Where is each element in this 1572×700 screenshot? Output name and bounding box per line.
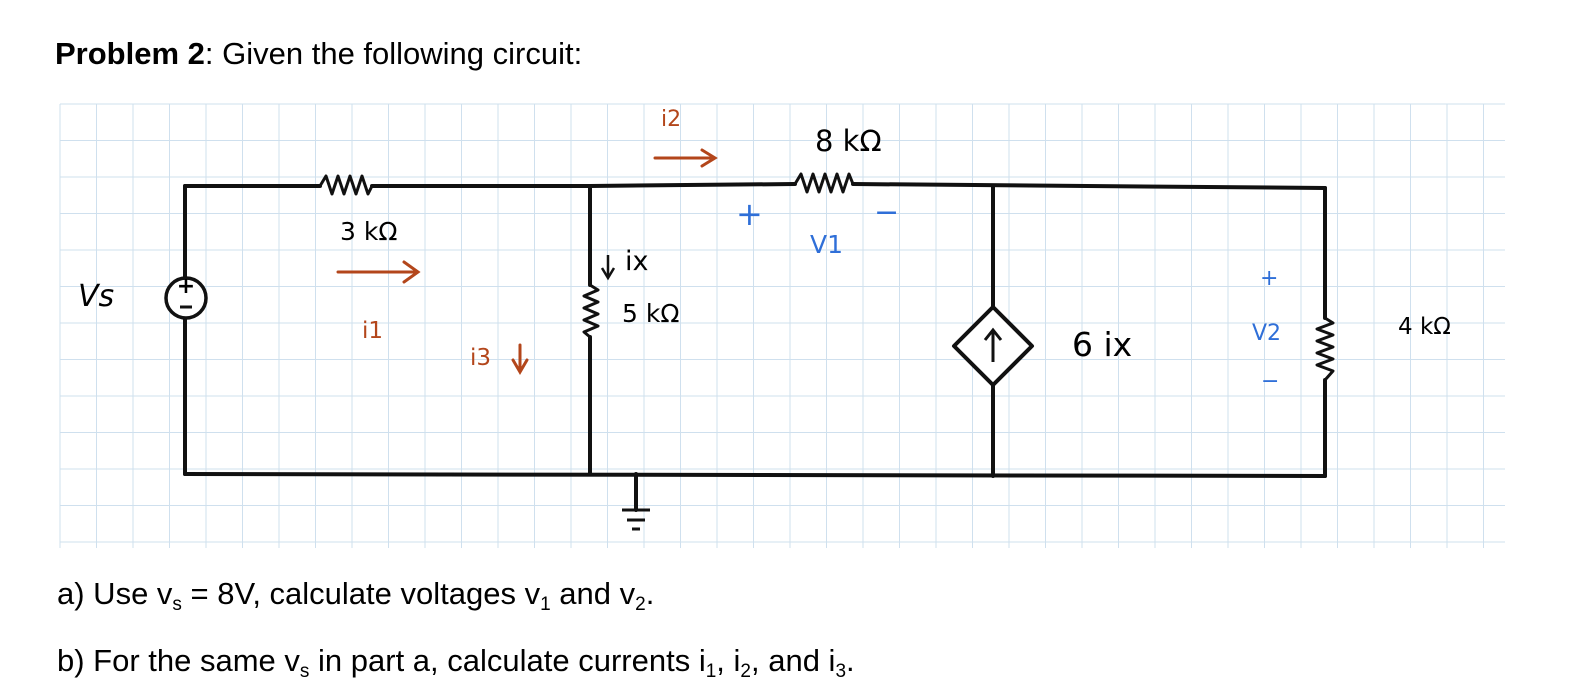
problem-title: Problem 2: Given the following circuit: bbox=[55, 36, 582, 72]
ground-symbol bbox=[622, 508, 650, 531]
label-ix: ix bbox=[625, 246, 649, 277]
wire-top-mid bbox=[588, 182, 797, 188]
resistor-5k bbox=[582, 283, 600, 339]
circuit-wires bbox=[183, 182, 1327, 512]
label-r-8k: 8 kΩ bbox=[815, 124, 882, 158]
resistor-8k bbox=[793, 172, 855, 194]
question-b: b) For the same vs in part a, calculate … bbox=[57, 643, 855, 682]
graph-paper-grid bbox=[59, 103, 1505, 548]
voltage-source-circle bbox=[164, 276, 208, 320]
problem-heading-text: : Given the following circuit: bbox=[204, 36, 583, 71]
label-dependent-source: 6 ix bbox=[1072, 325, 1132, 364]
label-v2: V2 bbox=[1252, 321, 1281, 346]
voltage-source: + bbox=[164, 274, 208, 320]
label-i1: i1 bbox=[362, 318, 383, 344]
label-v2-minus: − bbox=[1261, 369, 1279, 394]
question-a: a) Use vs = 8V, calculate voltages v1 an… bbox=[57, 576, 655, 615]
label-r-3k: 3 kΩ bbox=[340, 217, 397, 246]
label-v1: V1 bbox=[810, 230, 843, 259]
dependent-current-source bbox=[952, 305, 1034, 387]
wire-top-mid2 bbox=[851, 182, 1327, 190]
arrow-i3 bbox=[511, 343, 529, 375]
problem-number: Problem 2 bbox=[55, 36, 205, 71]
label-v2-plus: + bbox=[1260, 266, 1278, 291]
label-i2: i2 bbox=[661, 107, 681, 132]
dependent-source-arrow-head bbox=[983, 327, 1003, 341]
label-v1-minus: − bbox=[874, 195, 899, 230]
label-r-5k: 5 kΩ bbox=[622, 299, 679, 328]
resistors bbox=[318, 172, 1335, 381]
arrow-i2 bbox=[653, 148, 718, 168]
arrow-i1 bbox=[336, 260, 421, 284]
label-i3: i3 bbox=[470, 345, 491, 371]
current-annotations bbox=[336, 148, 718, 375]
label-r-4k: 4 kΩ bbox=[1398, 314, 1451, 340]
resistor-4k bbox=[1315, 316, 1335, 381]
wire-bottom bbox=[183, 472, 1327, 478]
resistor-3k bbox=[318, 174, 374, 196]
label-v1-plus: + bbox=[736, 195, 763, 233]
voltage-source-plus: + bbox=[177, 274, 195, 299]
source-label-vs: Vs bbox=[78, 279, 114, 314]
